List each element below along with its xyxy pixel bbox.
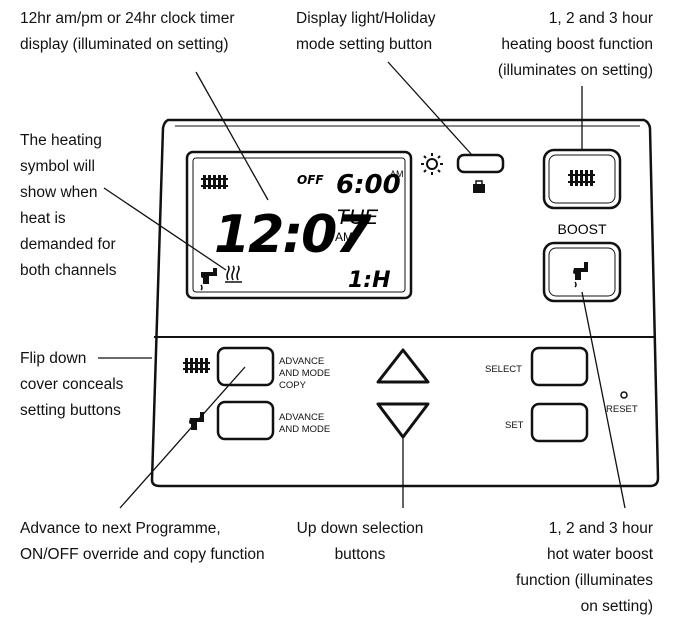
- leader-heating-symbol: [103, 187, 227, 271]
- leader-clock: [195, 71, 269, 201]
- lcd-screen: [185, 150, 413, 300]
- lcd-program-time: 6:00: [336, 170, 401, 200]
- caption-display-light: Display light/Holiday mode setting butto…: [296, 10, 436, 53]
- leader-advance: [119, 366, 246, 509]
- lcd-radiator-icon: [201, 175, 228, 189]
- down-arrow-button[interactable]: [376, 402, 430, 439]
- lcd-tap-icon: [200, 268, 217, 291]
- set-label: SET: [505, 420, 524, 431]
- caption-up-down: Up down selection buttons: [296, 520, 424, 563]
- advance-copy-line3: COPY: [279, 380, 307, 391]
- advance-line1: ADVANCE: [279, 412, 324, 423]
- lcd-program-ampm: AM: [390, 169, 404, 179]
- reset-button[interactable]: [620, 391, 628, 399]
- sun-icon: [421, 153, 443, 175]
- select-button[interactable]: [530, 346, 589, 387]
- lcd-clock-ampm: AM: [335, 230, 353, 244]
- caption-hot-water-boost: 1, 2 and 3 hour hot water boost function…: [516, 520, 653, 615]
- lcd-off-label: OFF: [297, 173, 324, 187]
- advance-copy-line2: AND MODE: [279, 368, 330, 379]
- lcd-boost-indicator: 1:H: [348, 268, 391, 293]
- caption-advance: Advance to next Programme, ON/OFF overri…: [20, 520, 265, 563]
- caption-heating-boost: 1, 2 and 3 hour heating boost function (…: [497, 10, 653, 79]
- boost-radiator-icon: [568, 170, 595, 186]
- cover-radiator-icon: [183, 358, 210, 373]
- advance-copy-line1: ADVANCE: [279, 356, 324, 367]
- caption-heating-symbol: The heating symbol will show when heat i…: [20, 132, 117, 279]
- caption-clock-display: 12hr am/pm or 24hr clock timer display (…: [20, 10, 235, 53]
- caption-flip-cover: Flip down cover conceals setting buttons: [20, 350, 124, 419]
- callout-leaders: [98, 61, 626, 509]
- reset-label: RESET: [606, 404, 638, 415]
- boost-tap-icon: [573, 262, 588, 288]
- lcd-day: TUE: [336, 206, 379, 229]
- lcd-heat-waves-icon: [225, 265, 242, 283]
- set-button[interactable]: [530, 402, 589, 443]
- advance-mode-button[interactable]: [216, 400, 275, 441]
- lcd-clock-time: 12:07: [214, 205, 372, 265]
- display-light-button[interactable]: [456, 153, 505, 174]
- advance-line2: AND MODE: [279, 424, 330, 435]
- up-arrow-button[interactable]: [376, 348, 430, 384]
- boost-label: BOOST: [557, 221, 606, 237]
- advance-mode-copy-button[interactable]: [216, 346, 275, 387]
- leader-hot-water-boost: [581, 291, 626, 509]
- holiday-suitcase-icon: [473, 180, 485, 193]
- select-label: SELECT: [485, 364, 522, 375]
- leader-display-light: [387, 61, 473, 156]
